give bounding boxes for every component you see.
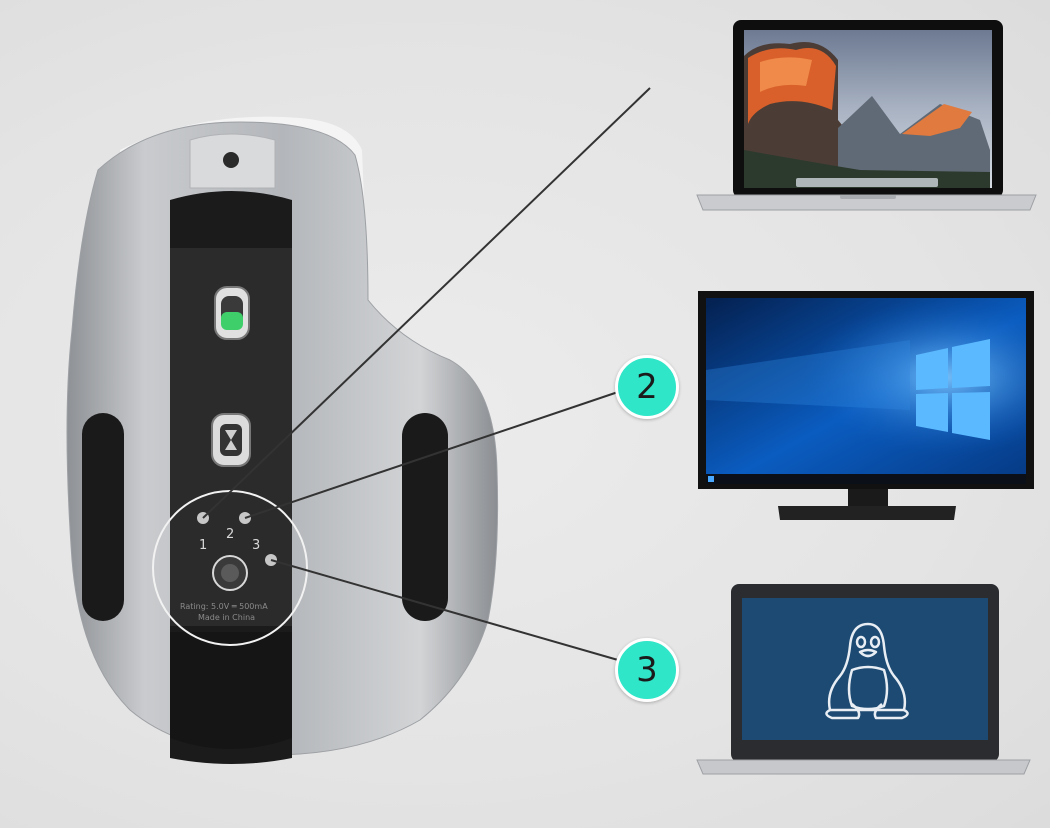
line-channel-3 bbox=[270, 559, 619, 661]
channel-label-2: 2 bbox=[226, 527, 234, 542]
channel-label-3: 3 bbox=[252, 538, 260, 553]
rating-text: Rating: 5.0V ═ 500mA bbox=[180, 602, 268, 611]
left-glide-foot bbox=[82, 413, 124, 621]
channel-3-badge: 3 bbox=[615, 638, 679, 702]
macbook-laptop bbox=[696, 20, 1037, 211]
channel-3-badge-label: 3 bbox=[636, 650, 658, 690]
bottom-glide bbox=[170, 632, 292, 749]
line-channel-2 bbox=[244, 391, 619, 519]
right-glide-foot bbox=[402, 413, 448, 621]
macbook-base bbox=[696, 194, 1037, 211]
line-channel-1 bbox=[202, 87, 651, 519]
linux-laptop bbox=[696, 584, 1031, 775]
mouse: 1 2 3 Rating: 5.0V ═ 500mA Made in China bbox=[66, 116, 499, 764]
top-hole bbox=[223, 152, 239, 168]
channel-2-badge-label: 2 bbox=[636, 367, 658, 407]
monitor-neck bbox=[848, 489, 888, 507]
windows-monitor bbox=[698, 291, 1034, 520]
macbook-dock bbox=[796, 178, 938, 187]
monitor-foot bbox=[778, 506, 956, 520]
linux-laptop-base bbox=[696, 759, 1031, 775]
windows-taskbar bbox=[706, 474, 1026, 484]
windows-logo bbox=[916, 339, 990, 440]
origin-text: Made in China bbox=[198, 613, 255, 622]
channel-label-1: 1 bbox=[199, 538, 207, 553]
tux-penguin bbox=[825, 622, 909, 720]
channel-2-badge: 2 bbox=[615, 355, 679, 419]
connector-lines bbox=[202, 87, 651, 661]
linux-screen bbox=[742, 598, 988, 740]
